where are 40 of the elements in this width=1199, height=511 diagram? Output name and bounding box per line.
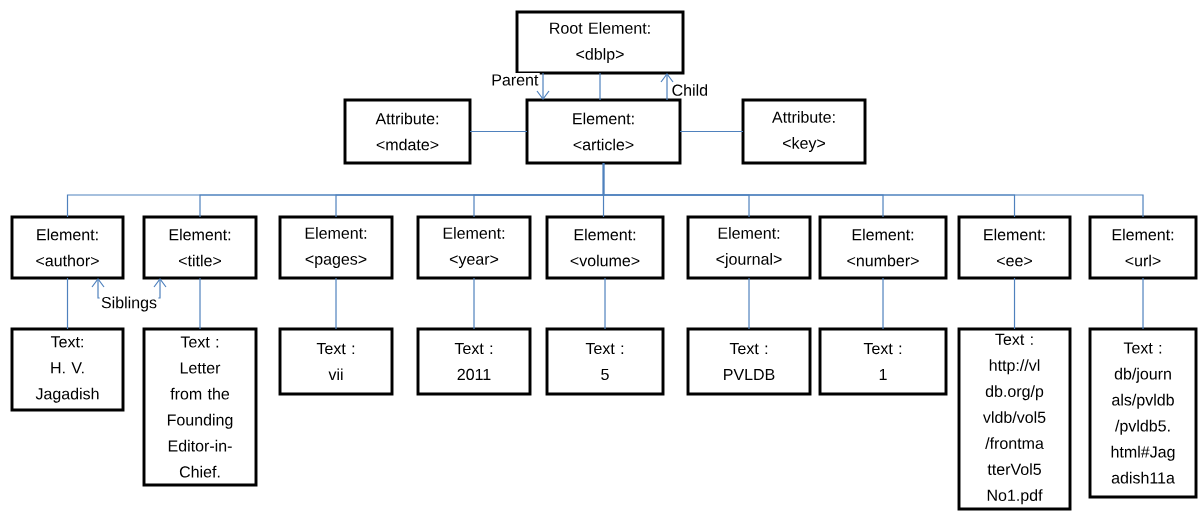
element-box: Element: <number>: [818, 215, 948, 280]
text-box: Text : http://vl db.org/p vldb/vol5 /frontma tterVol5 No1.pdf: [957, 327, 1072, 511]
text-box: Text : db/journ als/pvldb /pvldb5. html#Jag adish11a: [1088, 327, 1198, 499]
text-box: Text : vii: [278, 327, 394, 396]
connector-line: [748, 277, 750, 330]
connector-line: [1142, 277, 1144, 330]
connector-line: [604, 277, 606, 330]
text-box: Text: H. V. Jagadish: [10, 327, 125, 412]
text-box: Text : 1: [818, 327, 948, 396]
element-box: Element: <journal>: [686, 215, 812, 280]
element-box: Element: <title>: [142, 215, 258, 280]
attribute-box: Attribute: <mdate>: [343, 98, 472, 165]
element-box: Element: <volume>: [545, 215, 665, 280]
connector-line: [473, 277, 475, 330]
text-box: Text : 2011: [416, 327, 532, 396]
connector-line: [1013, 277, 1016, 330]
text-box: Text : Letter from the Founding Editor-in- Chief.: [142, 327, 258, 487]
element-box: Element: <url>: [1088, 215, 1198, 280]
connector-line: [335, 277, 337, 330]
edge-label: Child: [670, 82, 710, 98]
element-box: Element: <article>: [525, 98, 682, 165]
element-box: Element: <ee>: [957, 215, 1072, 280]
edge-label: Parent: [489, 73, 540, 87]
text-box: Text : PVLDB: [686, 327, 812, 396]
root-element-box: Root Element: <dblp>: [515, 10, 685, 75]
connector-line: [602, 162, 1144, 218]
element-box: Element: <year>: [416, 215, 532, 280]
arrow: [660, 73, 674, 101]
connector-line: [66, 277, 69, 330]
connector-line: [882, 277, 884, 330]
edge-label: Siblings: [99, 295, 159, 313]
connector-line: [469, 130, 528, 133]
element-box: Element: <pages>: [278, 215, 394, 280]
element-box: Element: <author>: [10, 215, 125, 280]
connector-line: [599, 72, 601, 101]
connector-line: [199, 277, 201, 330]
connector-line: [679, 130, 744, 133]
arrow: [536, 72, 550, 100]
text-box: Text : 5: [545, 327, 665, 396]
attribute-box: Attribute: <key>: [741, 98, 867, 165]
